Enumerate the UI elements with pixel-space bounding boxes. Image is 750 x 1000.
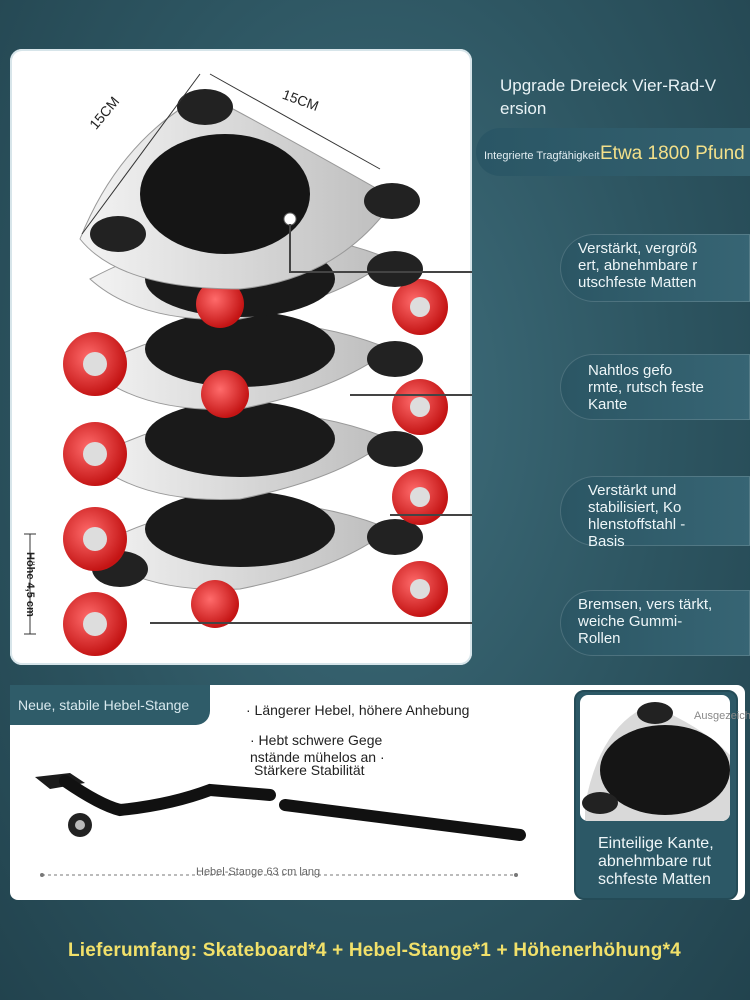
lever-point-lifts: · Hebt schwere Gege nstände mühelos an · bbox=[250, 732, 385, 765]
lever-bar-illustration bbox=[35, 773, 526, 877]
capacity-value: Etwa 1800 Pfund bbox=[600, 143, 745, 164]
capacity-banner bbox=[476, 128, 750, 176]
feature-text: Bremsen, vers tärkt, weiche Gummi-Rollen bbox=[578, 596, 713, 647]
feature-callout-mats: Verstärkt, vergröß ert, abnehmbare r uts… bbox=[560, 234, 750, 302]
inset-description: Einteilige Kante, abnehmbare rut schfest… bbox=[598, 835, 714, 888]
lever-point-longer: · Längerer Hebel, höhere Anhebung bbox=[246, 702, 470, 718]
feature-callout-wheels: Bremsen, vers tärkt, weiche Gummi-Rollen bbox=[560, 590, 750, 656]
inset-badge-label: Ausgezeichnet bbox=[694, 710, 750, 722]
stacked-dollies-illustration bbox=[24, 73, 472, 656]
feature-text: Verstärkt, vergröß ert, abnehmbare r uts… bbox=[578, 240, 698, 291]
feature-callout-edge: Nahtlos gefo rmte, rutsch feste Kante bbox=[560, 354, 750, 420]
lever-tab bbox=[10, 685, 210, 725]
feature-callout-base: Verstärkt und stabilisiert, Ko hlenstoff… bbox=[560, 476, 750, 550]
product-photo-panel bbox=[10, 49, 472, 665]
lever-point-stability: Stärkere Stabilität bbox=[254, 762, 365, 778]
package-contents: Lieferumfang: Skateboard*4 + Hebel-Stang… bbox=[68, 940, 681, 961]
capacity-label: Integrierte Tragfähigkeit bbox=[484, 150, 600, 162]
feature-text: Nahtlos gefo rmte, rutsch feste Kante bbox=[588, 362, 704, 413]
feature-text: Verstärkt und stabilisiert, Ko hlenstoff… bbox=[588, 482, 686, 550]
product-title: Upgrade Dreieck Vier-Rad-V ersion bbox=[500, 76, 717, 118]
lever-tab-label: Neue, stabile Hebel-Stange bbox=[18, 697, 190, 713]
height-dimension-label: Höhe 4,5 cm bbox=[24, 552, 36, 617]
inset-detail-photo bbox=[580, 695, 730, 821]
lever-length-note: Hebel-Stange 63 cm lang bbox=[196, 866, 321, 878]
